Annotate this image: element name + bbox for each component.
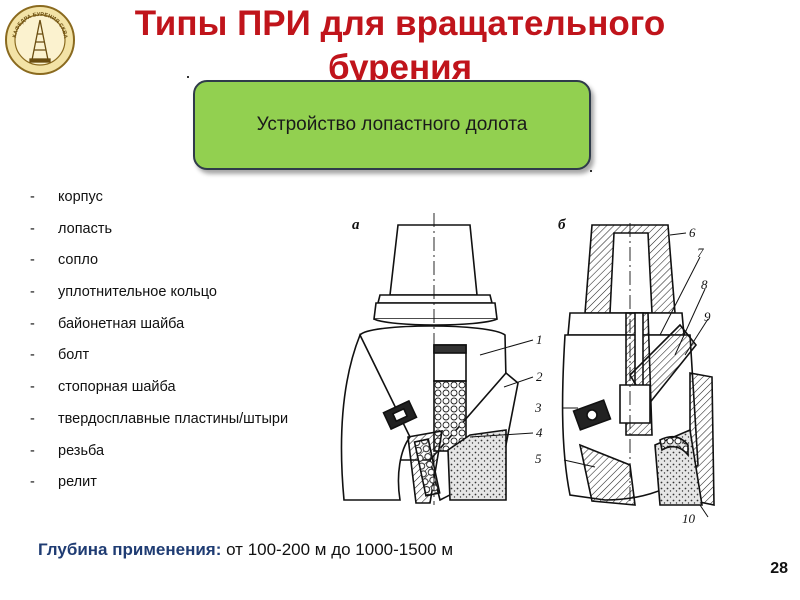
depth-of-use: Глубина применения: от 100-200 м до 1000… — [38, 540, 453, 560]
list-item: -болт — [30, 347, 90, 364]
callout-1: 1 — [536, 332, 543, 347]
figure-label-b: б — [558, 217, 566, 233]
drilling-rig-icon — [29, 19, 51, 63]
callout-9: 9 — [704, 309, 711, 324]
callout-2: 2 — [536, 369, 543, 384]
slide-title: Типы ПРИ для вращательного бурения — [134, 4, 666, 87]
list-item: -стопорная шайба — [30, 379, 176, 396]
list-item: -лопасть — [30, 220, 113, 237]
highlight-box: Устройство лопастного долота — [193, 80, 591, 170]
figure-b — [561, 223, 715, 506]
callout-6: 6 — [689, 225, 696, 240]
callout-8: 8 — [701, 277, 708, 292]
figure-label-a: а — [352, 217, 360, 233]
callout-5: 5 — [535, 451, 542, 466]
parts-list: -корпус -лопасть -сопло -уплотнительное … — [30, 189, 288, 506]
depth-value: от 100-200 м до 1000-1500 м — [221, 540, 454, 559]
drag-bit-diagram: а б 1 2 3 4 5 6 7 8 9 10 — [340, 213, 715, 526]
list-item: -байонетная шайба — [30, 315, 185, 332]
page-number: 28 — [770, 560, 788, 577]
list-item: -релит — [30, 474, 97, 491]
callout-3: 3 — [534, 400, 542, 415]
list-item: -уплотнительное кольцо — [30, 284, 217, 301]
depth-label: Глубина применения: — [38, 540, 222, 559]
list-item: -сопло — [30, 252, 99, 269]
highlight-text: Устройство лопастного долота — [256, 114, 528, 135]
callout-10: 10 — [682, 511, 696, 526]
list-item: -твердосплавные пластины/штыри — [30, 410, 289, 427]
callout-4: 4 — [536, 425, 543, 440]
list-item: -резьба — [30, 442, 105, 459]
figure-a — [340, 213, 519, 505]
list-item: -корпус — [30, 189, 103, 205]
department-logo: КАФЕДРА БУРЕНИЯ СКВАЖИН — [4, 4, 75, 75]
callout-7: 7 — [697, 245, 704, 260]
